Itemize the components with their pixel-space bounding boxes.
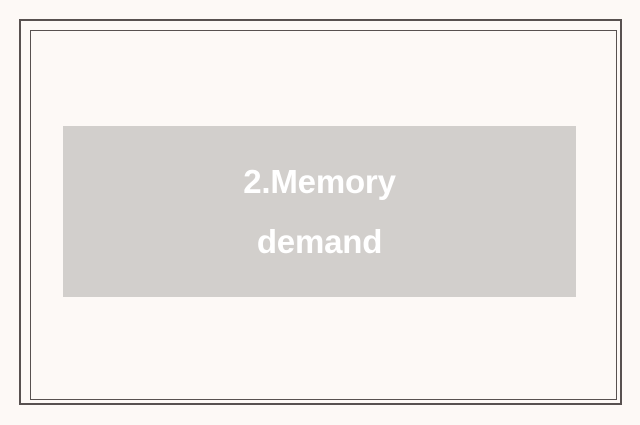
panel-title: 2.Memory demand (243, 162, 396, 260)
content-panel: 2.Memory demand (63, 126, 576, 297)
